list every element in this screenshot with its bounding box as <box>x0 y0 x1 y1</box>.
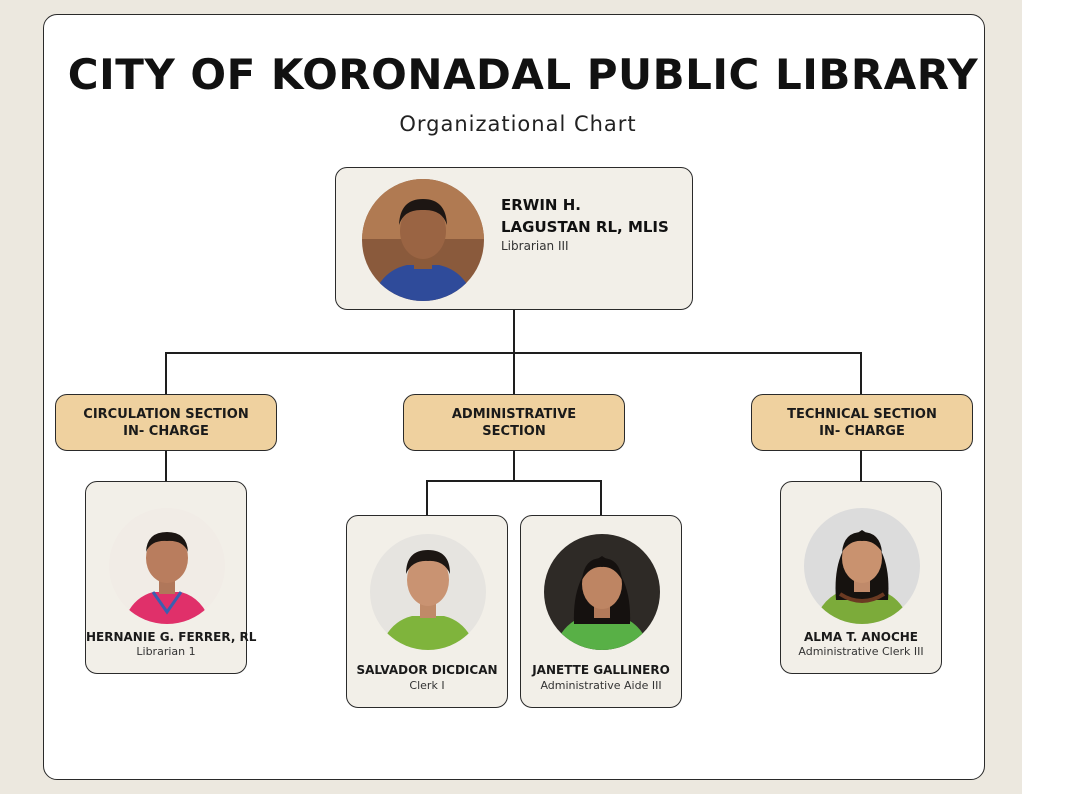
head-librarian-card: ERWIN H. LAGUSTAN RL, MLIS Librarian III <box>335 167 693 310</box>
staff-name-anoche: ALMA T. ANOCHE <box>803 630 919 644</box>
staff-photo-ferrer <box>109 508 225 624</box>
connector-admin-down <box>513 450 515 481</box>
staff-card-gallinero: JANETTE GALLINERO Administrative Aide II… <box>520 515 682 708</box>
connector-to-circulation <box>165 352 167 395</box>
staff-role-gallinero: Administrative Aide III <box>540 679 662 692</box>
staff-role-ferrer: Librarian 1 <box>136 645 196 658</box>
connector-to-technical <box>860 352 862 395</box>
page-subtitle: Organizational Chart <box>399 112 637 136</box>
section-administrative: ADMINISTRATIVE SECTION <box>403 394 625 451</box>
connector-admin-right <box>600 480 602 516</box>
head-name-line2: LAGUSTAN RL, MLIS <box>501 218 669 236</box>
staff-card-ferrer: HERNANIE G. FERRER, RL Librarian 1 <box>85 481 257 674</box>
connector-to-administrative <box>513 352 515 395</box>
head-librarian-role: Librarian III <box>501 239 569 253</box>
section-technical-line1: TECHNICAL SECTION <box>787 406 937 422</box>
staff-name-ferrer: HERNANIE G. FERRER, RL <box>86 630 257 644</box>
connector-admin-horizontal <box>426 480 602 482</box>
staff-photo-dicdican <box>370 534 486 650</box>
connector-technical-staff <box>860 450 862 482</box>
staff-role-anoche: Administrative Clerk III <box>798 645 924 658</box>
staff-photo-anoche <box>804 508 920 624</box>
staff-name-gallinero: JANETTE GALLINERO <box>532 663 670 677</box>
staff-photo-gallinero <box>544 534 660 650</box>
staff-role-dicdican: Clerk I <box>409 679 445 692</box>
section-administrative-line2: SECTION <box>482 423 546 439</box>
connector-head-down <box>513 309 515 353</box>
head-name-line1: ERWIN H. <box>501 196 581 214</box>
section-technical-line2: IN- CHARGE <box>819 423 905 439</box>
page-title: CITY OF KORONADAL PUBLIC LIBRARY <box>67 50 979 99</box>
section-circulation: CIRCULATION SECTION IN- CHARGE <box>55 394 277 451</box>
section-administrative-line1: ADMINISTRATIVE <box>451 406 577 422</box>
section-circulation-line1: CIRCULATION SECTION <box>83 406 249 422</box>
staff-card-anoche: ALMA T. ANOCHE Administrative Clerk III <box>780 481 942 674</box>
head-librarian-photo <box>362 179 484 301</box>
connector-admin-left <box>426 480 428 516</box>
staff-name-dicdican: SALVADOR DICDICAN <box>356 663 498 677</box>
staff-card-dicdican: SALVADOR DICDICAN Clerk I <box>346 515 508 708</box>
connector-circulation-staff <box>165 450 167 482</box>
section-circulation-line2: IN- CHARGE <box>123 423 209 439</box>
head-shirt <box>372 265 474 301</box>
section-technical: TECHNICAL SECTION IN- CHARGE <box>751 394 973 451</box>
head-librarian-name: ERWIN H. LAGUSTAN RL, MLIS <box>501 194 669 238</box>
